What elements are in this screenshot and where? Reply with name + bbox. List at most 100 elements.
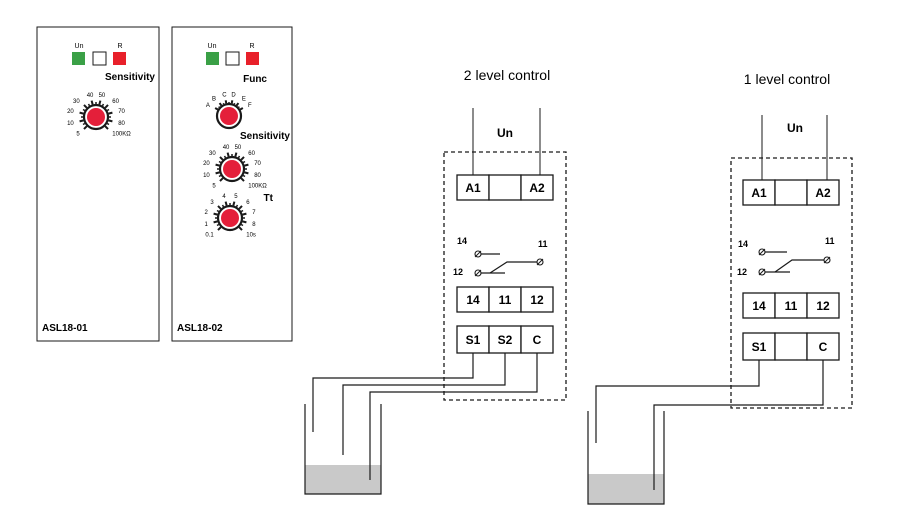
module-1-housing	[36, 26, 160, 342]
dial-scale-label: 80	[254, 173, 261, 179]
terminal-blank	[774, 332, 808, 361]
terminal-label: 14	[752, 299, 766, 313]
dial-scale-label: A	[206, 103, 210, 109]
dial-tick	[238, 205, 243, 210]
dial-tick	[232, 201, 236, 206]
dial-scale-label: 6	[246, 200, 250, 206]
dial-scale-label: 5	[76, 131, 80, 137]
terminal-label: A2	[529, 181, 545, 195]
knob-cap	[87, 108, 105, 126]
dial-tick	[79, 111, 84, 115]
dial-scale-label: 50	[99, 93, 106, 99]
sensitivity-label: Sensitivity	[240, 131, 290, 142]
dial-tick	[215, 163, 220, 167]
terminal-a2[interactable]	[520, 174, 554, 201]
dial-tick	[218, 106, 220, 108]
terminal-a2[interactable]	[806, 179, 840, 206]
dial-scale-label: 70	[118, 109, 125, 115]
terminal-label: 11	[499, 293, 512, 307]
dial-tick	[219, 156, 224, 161]
diagram-1-level-control: 1 level control Un A1 A2 14 11 12 14	[587, 71, 853, 505]
module-2-housing	[171, 26, 293, 342]
terminal-12[interactable]	[520, 286, 554, 313]
dial-scale-label: 10	[67, 121, 74, 127]
terminal-label: 14	[466, 293, 480, 307]
led-un-label: Un	[75, 43, 84, 50]
dial-scale-label: 8	[252, 222, 256, 228]
led-blank	[92, 51, 107, 66]
dial-tick	[219, 177, 224, 182]
terminal-label: C	[533, 333, 542, 347]
dial-tick	[218, 102, 223, 107]
led-r-label: R	[117, 43, 122, 50]
terminal-label: C	[819, 340, 828, 354]
dial-tick	[242, 212, 247, 216]
relay-contact-symbol: 14 11 12	[737, 236, 835, 277]
terminal-12[interactable]	[806, 292, 840, 319]
dial-tick	[214, 107, 219, 111]
terminal-11[interactable]	[488, 286, 522, 313]
relay-enclosure-dashed	[730, 157, 853, 409]
func-label: Func	[243, 74, 267, 85]
terminal-blank	[774, 179, 808, 206]
dial-scale-label: 1	[204, 222, 208, 228]
dial-scale-label: 40	[87, 93, 94, 99]
contact-label-11: 11	[538, 239, 548, 249]
terminal-label: 11	[785, 299, 798, 313]
dial-scale-label: 20	[203, 161, 210, 167]
probe-wire-s1	[595, 360, 760, 443]
knob-cap	[223, 160, 241, 178]
dial-tick	[240, 209, 244, 213]
dial-tick	[104, 125, 109, 130]
dial-tick	[108, 111, 113, 115]
dial-scale-label: 2	[204, 210, 208, 216]
led-blank	[225, 51, 240, 66]
dial-scale-label: 70	[254, 161, 261, 167]
dial-tick	[237, 155, 241, 159]
model-label: ASL18-01	[42, 323, 88, 334]
led-r-red	[113, 52, 126, 65]
dial-scale-label: B	[212, 96, 216, 102]
terminal-c[interactable]	[806, 332, 840, 361]
dial-scale-label: 60	[248, 151, 255, 157]
dial-scale-label: E	[242, 96, 246, 102]
dial-tick	[216, 223, 220, 227]
dial-tick	[244, 163, 249, 167]
contact-label-14: 14	[738, 239, 748, 249]
dial-scale-label: 100KΩ	[112, 131, 131, 137]
dial-tick	[218, 174, 222, 178]
terminal-14[interactable]	[456, 286, 490, 313]
dial-tick	[235, 102, 240, 107]
dial-tick	[90, 100, 94, 105]
dial-tick	[215, 171, 220, 175]
water-level	[305, 465, 381, 494]
probe-wire-s1	[312, 353, 474, 432]
terminal-a1[interactable]	[742, 179, 776, 206]
terminal-11[interactable]	[774, 292, 808, 319]
dial-scale-label: 10s	[246, 232, 256, 238]
dial-tick	[106, 122, 110, 126]
dial-tick	[83, 125, 88, 130]
dial-scale-label: 40	[223, 145, 230, 151]
dial-tick	[213, 220, 218, 224]
contact-label-12: 12	[737, 267, 747, 277]
dial-scale-label: 4	[222, 194, 226, 200]
model-label: ASL18-02	[177, 323, 223, 334]
dial-tick	[221, 204, 225, 208]
dial-tick	[238, 226, 243, 231]
led-r-label: R	[249, 43, 254, 50]
terminal-14[interactable]	[742, 292, 776, 319]
dial-tick	[108, 119, 113, 123]
dial-scale-label: 50	[235, 145, 242, 151]
diagram-2-level-control: 2 level control Un A1 A2 14 11 12	[304, 67, 567, 495]
terminal-label: A1	[751, 186, 767, 200]
supply-label: Un	[787, 121, 803, 135]
dial-scale-label: C	[222, 93, 227, 99]
dial-scale-label: D	[231, 93, 236, 99]
dial-scale-label: 0.1	[205, 232, 214, 238]
